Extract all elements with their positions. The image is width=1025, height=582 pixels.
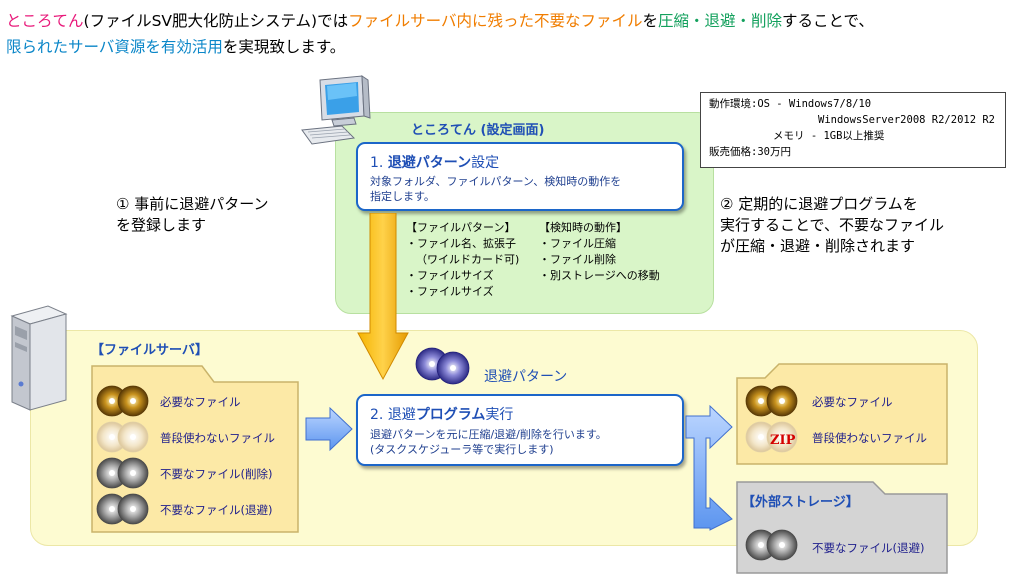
- headline-text: を: [642, 12, 658, 30]
- file-pattern-list: 【ファイルパターン】 ・ファイル名、拡張子 （ワイルドカード可) ・ファイルサイ…: [406, 220, 519, 300]
- list-item: ・ファイル名、拡張子: [406, 237, 516, 250]
- disc-icon: [745, 385, 798, 417]
- disc-icon: [96, 421, 149, 453]
- disc-icon: [96, 457, 149, 489]
- headline-text: を実現致します。: [222, 38, 346, 56]
- file-server-label: 【ファイルサーバ】: [91, 343, 208, 358]
- env-memory: メモリ - 1GB以上推奨: [773, 130, 885, 142]
- disc-icon: [745, 421, 798, 453]
- external-storage-label: 【外部ストレージ】: [742, 495, 859, 510]
- branch-arrow-icon: [685, 404, 733, 531]
- headline: ところてん(ファイルSV肥大化防止システム)ではファイルサーバ内に残った不要なフ…: [6, 8, 874, 60]
- headline-text: することで、: [781, 12, 874, 30]
- program-desc: 退避パターンを元に圧縮/退避/削除を行います。 (タスクスケジューラ等で実行しま…: [370, 428, 607, 456]
- list-item: ・ファイル削除: [539, 253, 616, 266]
- headline-highlight-resources: 限られたサーバ資源を有効活用: [6, 38, 223, 56]
- action-header: 【検知時の動作】: [539, 221, 627, 234]
- file-label: 普段使わないファイル: [160, 431, 275, 445]
- file-pattern-header: 【ファイルパターン】: [406, 221, 516, 234]
- pattern-setting-desc: 対象フォルダ、ファイルパターン、検知時の動作を 指定します。: [370, 175, 622, 203]
- env-server-os: WindowsServer2008 R2/2012 R2: [818, 114, 996, 126]
- disc-icon: [96, 493, 149, 525]
- env-price: 販売価格:30万円: [709, 146, 791, 158]
- file-label: 普段使わないファイル: [812, 431, 927, 445]
- file-label: 必要なファイル: [160, 395, 241, 409]
- headline-text: (ファイルSV肥大化防止システム)では: [83, 12, 349, 30]
- environment-box: 動作環境:OS - Windows7/8/10 WindowsServer200…: [700, 92, 1006, 168]
- step1-text: ① 事前に退避パターン を登録します: [116, 195, 269, 234]
- computer-icon: [301, 75, 371, 145]
- settings-title: ところてん (設定画面): [411, 123, 545, 138]
- list-item: ・ファイルサイズ: [406, 269, 494, 282]
- right-arrow-icon: [305, 406, 353, 452]
- list-item: （ワイルドカード可): [416, 253, 520, 266]
- action-list: 【検知時の動作】 ・ファイル圧縮 ・ファイル削除 ・別ストレージへの移動: [539, 220, 660, 284]
- pattern-label: 退避パターン: [484, 369, 568, 385]
- headline-line1: ところてん(ファイルSV肥大化防止システム)ではファイルサーバ内に残った不要なフ…: [6, 8, 874, 34]
- file-label: 必要なファイル: [812, 395, 893, 409]
- down-arrow-icon: [357, 213, 409, 381]
- list-item: ・別ストレージへの移動: [539, 269, 660, 282]
- file-label: 不要なファイル(削除): [160, 467, 273, 481]
- pattern-setting-title: 1. 退避パターン設定: [370, 155, 500, 171]
- file-label: 不要なファイル(退避): [160, 503, 273, 517]
- headline-highlight-actions: 圧縮・退避・削除: [657, 12, 782, 30]
- program-title: 2. 退避プログラム実行: [370, 407, 514, 423]
- headline-line2: 限られたサーバ資源を有効活用を実現致します。: [6, 34, 874, 60]
- step2-text: ② 定期的に退避プログラムを 実行することで、不要なファイル が圧縮・退避・削除…: [720, 195, 944, 255]
- program-box: 2. 退避プログラム実行 退避パターンを元に圧縮/退避/削除を行います。 (タス…: [356, 394, 684, 466]
- list-item: ・ファイル圧縮: [539, 237, 616, 250]
- pattern-setting-box: 1. 退避パターン設定 対象フォルダ、ファイルパターン、検知時の動作を 指定しま…: [356, 142, 684, 211]
- env-os: 動作環境:OS - Windows7/8/10: [709, 98, 872, 110]
- headline-product-name: ところてん: [6, 12, 84, 30]
- pattern-disc-icon: [415, 347, 470, 385]
- headline-highlight-files: ファイルサーバ内に残った不要なファイル: [348, 12, 643, 30]
- server-icon: [10, 305, 68, 411]
- disc-icon: [745, 529, 798, 561]
- list-item: ・ファイルサイズ: [406, 285, 494, 298]
- disc-icon: [96, 385, 149, 417]
- file-label: 不要なファイル(退避): [812, 541, 925, 555]
- zip-badge: ZIP: [770, 433, 796, 448]
